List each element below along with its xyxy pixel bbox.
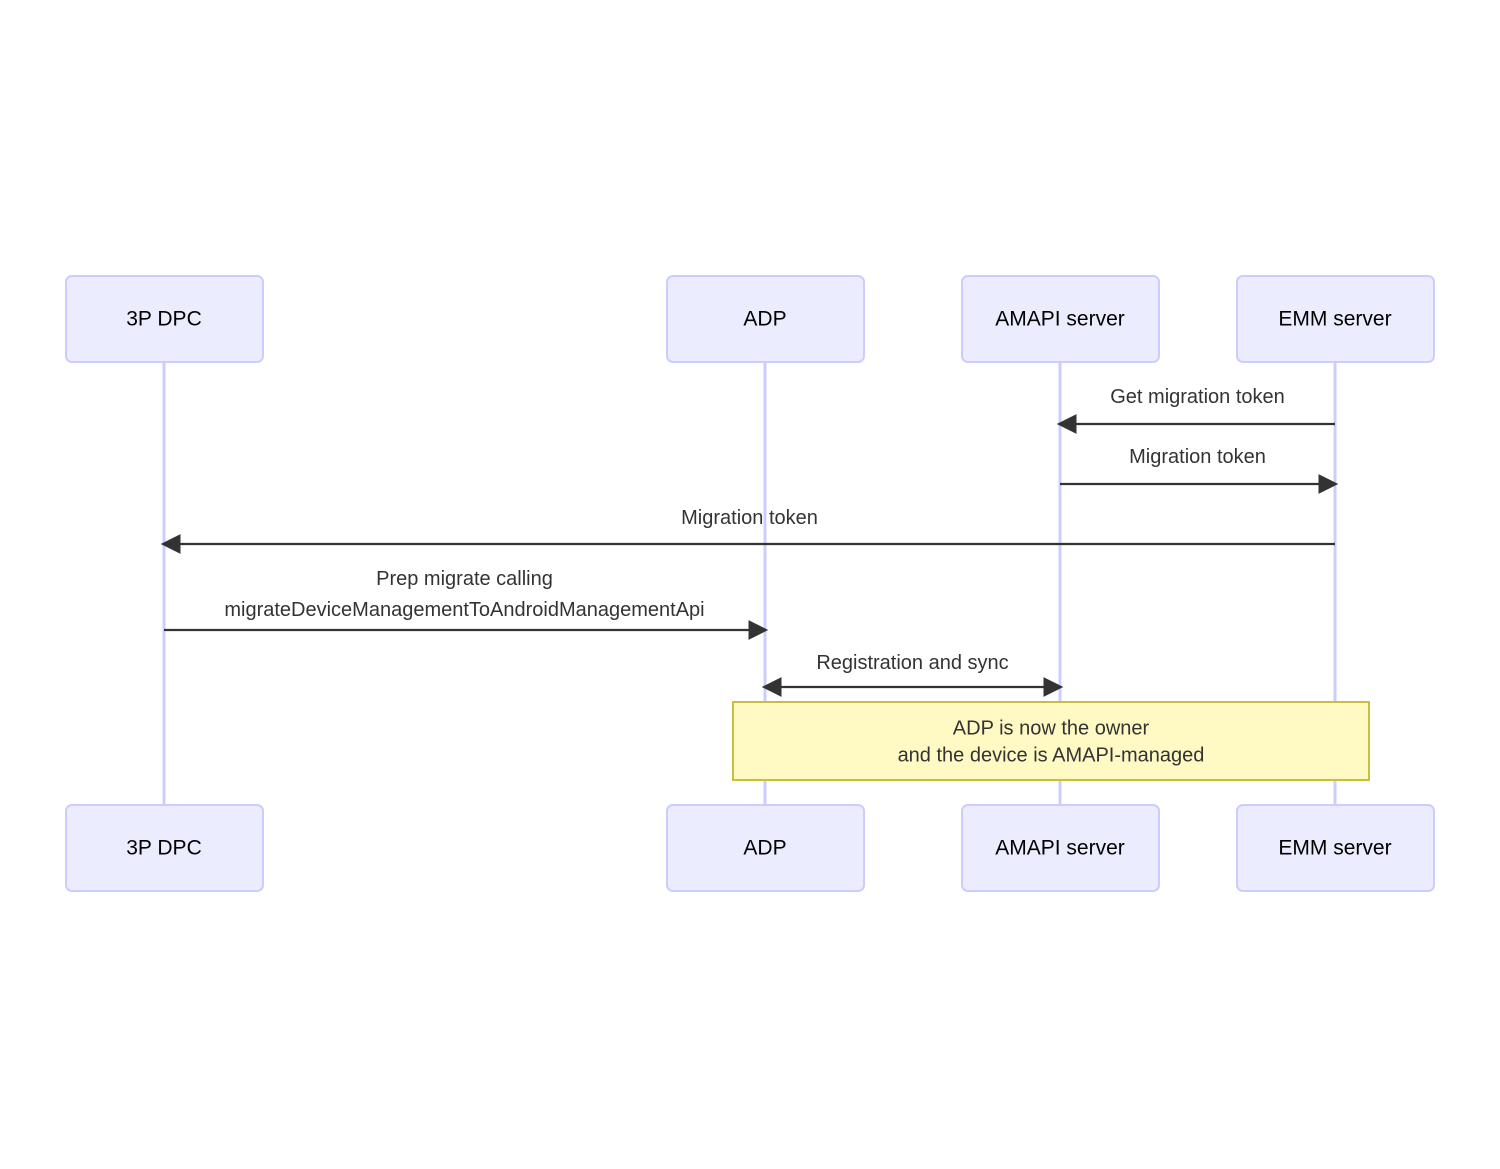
message-label: Get migration token: [1110, 386, 1285, 408]
actor-emm-top[interactable]: EMM server: [1236, 275, 1435, 363]
message-label: Prep migrate calling: [376, 568, 553, 590]
actor-box: [1236, 804, 1435, 892]
actor-label: 3P DPC: [126, 837, 201, 860]
actors-top-group: 3P DPC ADP AMAPI server EMM server: [65, 275, 1435, 363]
actor-amapi-top[interactable]: AMAPI server: [961, 275, 1160, 363]
actor-box: [961, 275, 1160, 363]
actor-amapi-bottom[interactable]: AMAPI server: [961, 804, 1160, 892]
note-text-line: ADP is now the owner: [953, 718, 1150, 740]
message-label: Migration token: [681, 507, 818, 529]
message-m5[interactable]: Registration and sync: [761, 652, 1064, 697]
message-label: Registration and sync: [816, 652, 1008, 674]
actor-box: [65, 804, 264, 892]
actor-adp-top[interactable]: ADP: [666, 275, 865, 363]
actor-box: [666, 804, 865, 892]
notes-group: ADP is now the owner and the device is AM…: [732, 701, 1370, 781]
actor-dpc-top[interactable]: 3P DPC: [65, 275, 264, 363]
actor-label: EMM server: [1278, 308, 1391, 331]
message-label: migrateDeviceManagementToAndroidManageme…: [224, 599, 704, 621]
actor-label: 3P DPC: [126, 308, 201, 331]
actor-dpc-bottom[interactable]: 3P DPC: [65, 804, 264, 892]
message-m3[interactable]: Migration token: [160, 507, 1335, 554]
actor-label: ADP: [743, 837, 786, 860]
note-n1: ADP is now the owner and the device is AM…: [732, 701, 1370, 781]
actor-adp-bottom[interactable]: ADP: [666, 804, 865, 892]
actor-label: ADP: [743, 308, 786, 331]
actor-box: [961, 804, 1160, 892]
actor-label: AMAPI server: [995, 308, 1125, 331]
note-text-line: and the device is AMAPI-managed: [898, 745, 1205, 767]
actor-box: [65, 275, 264, 363]
actor-label: EMM server: [1278, 837, 1391, 860]
actor-emm-bottom[interactable]: EMM server: [1236, 804, 1435, 892]
note-box: [732, 701, 1370, 781]
message-m1[interactable]: Get migration token: [1056, 386, 1335, 434]
actor-label: AMAPI server: [995, 837, 1125, 860]
actor-box: [666, 275, 865, 363]
message-m2[interactable]: Migration token: [1060, 446, 1339, 494]
message-m4[interactable]: Prep migrate calling migrateDeviceManagem…: [164, 568, 769, 640]
message-label: Migration token: [1129, 446, 1266, 468]
actors-bottom-group: 3P DPC ADP AMAPI server EMM server: [65, 804, 1435, 892]
actor-box: [1236, 275, 1435, 363]
